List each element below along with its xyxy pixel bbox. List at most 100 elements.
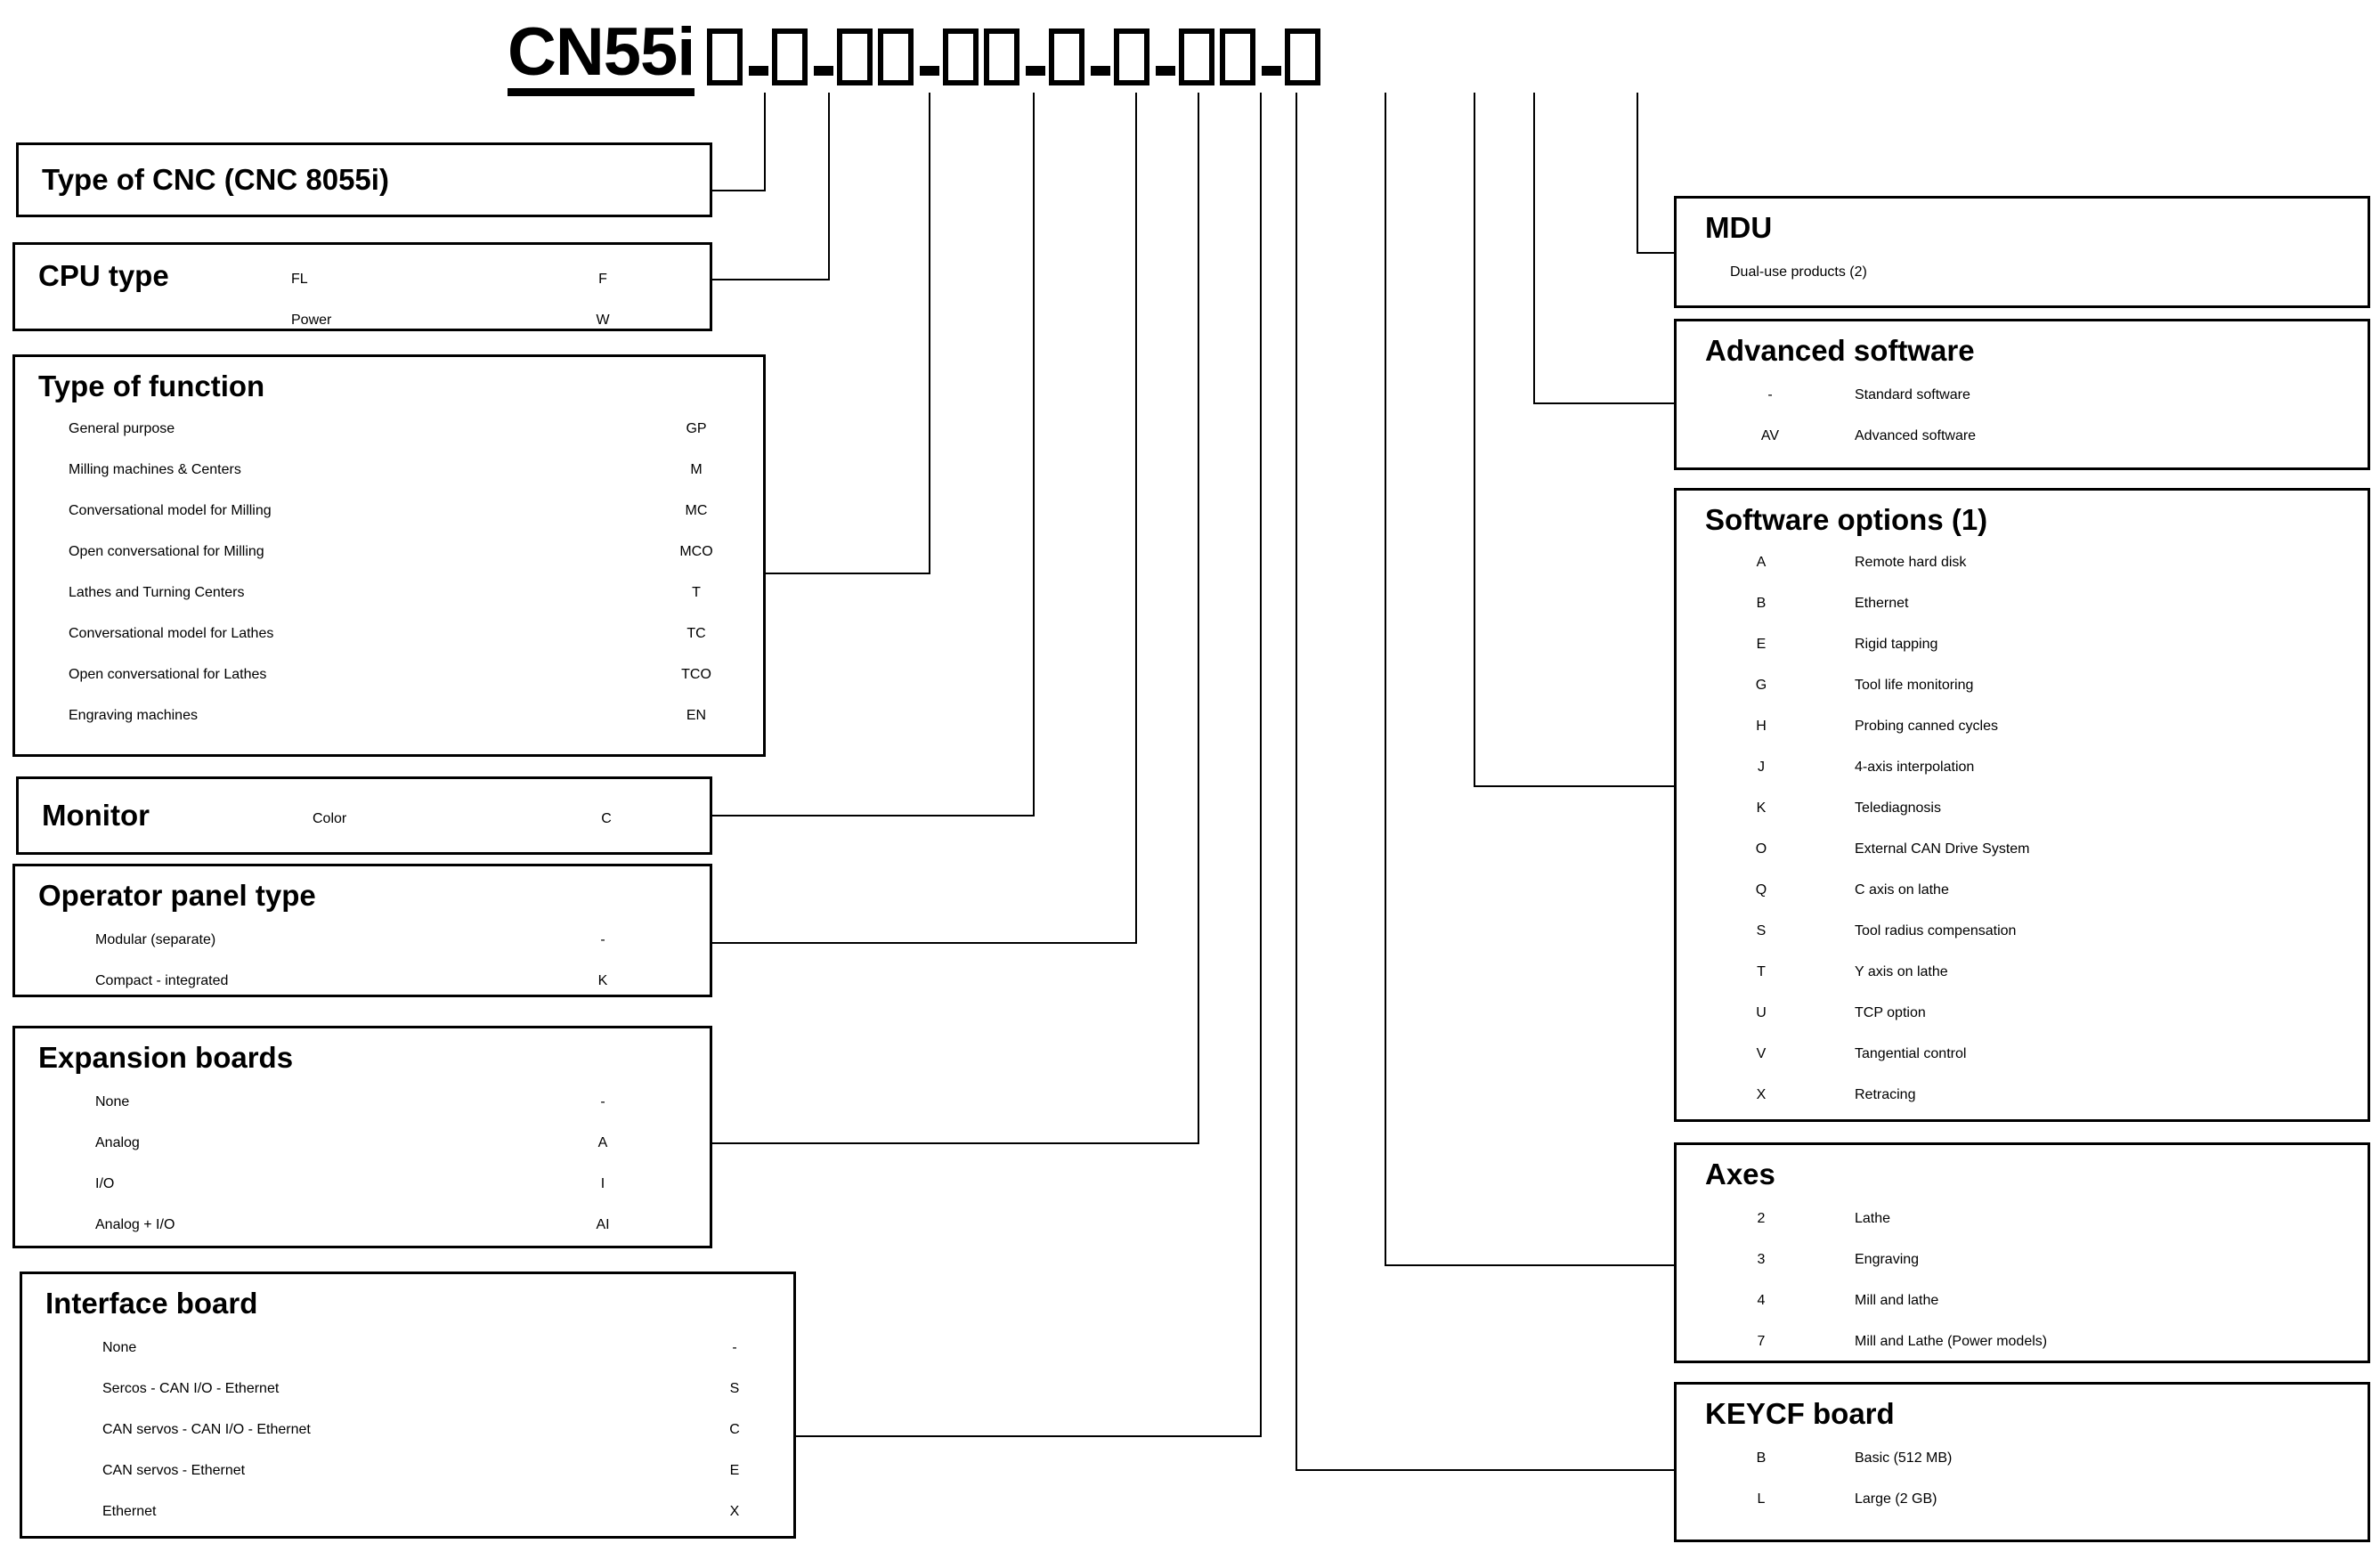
connector-line	[712, 942, 1137, 944]
connector-line	[1637, 93, 1638, 253]
software-option-label: Tool radius compensation	[1855, 923, 2017, 938]
placeholder-box-4	[878, 28, 914, 85]
keycf-label: Large (2 GB)	[1855, 1491, 1937, 1507]
monitor-box: Monitor Color C	[16, 776, 712, 855]
code-separator-dash	[749, 65, 769, 76]
operator-panel-title: Operator panel type	[38, 879, 316, 912]
cpu-type-title: CPU type	[38, 259, 169, 292]
operator-panel-box: Operator panel type Modular (separate) -…	[12, 864, 712, 997]
function-code: TC	[686, 626, 706, 641]
function-label: Conversational model for Milling	[69, 503, 272, 518]
connector-line	[1198, 93, 1199, 1143]
axes-title: Axes	[1705, 1158, 1775, 1190]
software-option-code: U	[1756, 1005, 1767, 1020]
model-code-row: CN55i	[508, 16, 1323, 98]
axes-code: 4	[1757, 1293, 1766, 1308]
interface-board-label: Sercos - CAN I/O - Ethernet	[102, 1381, 280, 1396]
connector-line	[1385, 1264, 1676, 1266]
code-separator-dash	[1026, 65, 1046, 76]
connector-line	[1296, 93, 1297, 1471]
cpu-type-label: FL	[291, 272, 308, 287]
software-option-label: 4-axis interpolation	[1855, 760, 1975, 775]
function-code: MC	[685, 503, 708, 518]
type-of-function-title: Type of function	[38, 370, 265, 402]
code-separator-dash	[814, 65, 834, 76]
software-option-code: V	[1756, 1046, 1767, 1061]
connector-line	[828, 93, 830, 280]
interface-board-label: CAN servos - Ethernet	[102, 1463, 246, 1478]
software-option-code: E	[1756, 637, 1767, 652]
keycf-label: Basic (512 MB)	[1855, 1450, 1953, 1466]
expansion-board-code: -	[600, 1094, 605, 1109]
keycf-board-box: KEYCF board B Basic (512 MB) L Large (2 …	[1674, 1382, 2370, 1542]
function-code: GP	[686, 421, 707, 436]
software-options-title: Software options (1)	[1705, 503, 1988, 536]
axes-code: 2	[1757, 1211, 1766, 1226]
operator-panel-label: Modular (separate)	[95, 932, 216, 947]
software-option-label: External CAN Drive System	[1855, 841, 2030, 857]
software-option-label: Y axis on lathe	[1855, 964, 1948, 979]
software-option-label: Ethernet	[1855, 596, 1909, 611]
axes-label: Lathe	[1855, 1211, 1891, 1226]
connector-line	[764, 93, 766, 191]
axes-code: 3	[1757, 1252, 1766, 1267]
function-label: Conversational model for Lathes	[69, 626, 274, 641]
software-option-code: X	[1756, 1087, 1767, 1102]
model-name: CN55i	[508, 18, 695, 96]
software-option-code: T	[1757, 964, 1766, 979]
interface-board-title: Interface board	[45, 1287, 258, 1320]
mdu-box: MDU Dual-use products (2)	[1674, 196, 2370, 308]
function-code: T	[692, 585, 701, 600]
type-of-cnc-title: Type of CNC (CNC 8055i)	[42, 163, 389, 196]
function-code: EN	[686, 708, 707, 723]
connector-line	[1533, 402, 1676, 404]
software-options-box: Software options (1) A Remote hard disk …	[1674, 488, 2370, 1122]
placeholder-box-10	[1220, 28, 1256, 85]
placeholder-box-11	[1285, 28, 1321, 85]
placeholder-box-6	[984, 28, 1020, 85]
code-separator-dash	[1091, 65, 1111, 76]
expansion-boards-box: Expansion boards None - Analog A I/O I A…	[12, 1026, 712, 1248]
connector-line	[1385, 93, 1386, 1266]
axes-code: 7	[1757, 1334, 1766, 1349]
advanced-software-label: Advanced software	[1855, 428, 1977, 443]
software-option-code: A	[1756, 555, 1767, 570]
cpu-type-label: Power	[291, 313, 332, 328]
expansion-board-code: I	[600, 1176, 605, 1191]
connector-line	[766, 573, 930, 574]
connector-line	[712, 815, 1035, 817]
connector-line	[1474, 93, 1475, 787]
axes-box: Axes 2 Lathe 3 Engraving 4 Mill and lath…	[1674, 1142, 2370, 1363]
expansion-boards-title: Expansion boards	[38, 1041, 294, 1074]
advanced-software-box: Advanced software - Standard software AV…	[1674, 319, 2370, 470]
software-option-label: Tool life monitoring	[1855, 678, 1974, 693]
placeholder-box-3	[837, 28, 873, 85]
advanced-software-code: -	[1767, 387, 1773, 402]
expansion-board-code: A	[597, 1135, 608, 1150]
connector-line	[795, 1435, 1262, 1437]
function-label: Open conversational for Milling	[69, 544, 264, 559]
software-option-label: Rigid tapping	[1855, 637, 1938, 652]
connector-line	[712, 1142, 1199, 1144]
interface-board-label: None	[102, 1340, 137, 1355]
monitor-label: Color	[313, 811, 347, 826]
mdu-label: Dual-use products (2)	[1730, 264, 1867, 280]
software-option-code: S	[1756, 923, 1767, 938]
interface-board-code: X	[729, 1504, 740, 1519]
cpu-type-box: CPU type FL F Power W	[12, 242, 712, 331]
monitor-title: Monitor	[42, 799, 150, 832]
connector-line	[712, 279, 830, 280]
placeholder-box-7	[1049, 28, 1085, 85]
connector-line	[1296, 1469, 1676, 1471]
code-separator-dash	[1156, 65, 1176, 76]
function-label: Engraving machines	[69, 708, 198, 723]
interface-board-label: Ethernet	[102, 1504, 157, 1519]
connector-line	[929, 93, 930, 573]
mdu-title: MDU	[1705, 211, 1773, 244]
software-option-code: O	[1755, 841, 1767, 857]
software-option-code: B	[1756, 596, 1767, 611]
interface-board-code: E	[729, 1463, 740, 1478]
expansion-board-label: None	[95, 1094, 130, 1109]
expansion-board-label: Analog + I/O	[95, 1217, 175, 1232]
placeholder-box-1	[707, 28, 743, 85]
